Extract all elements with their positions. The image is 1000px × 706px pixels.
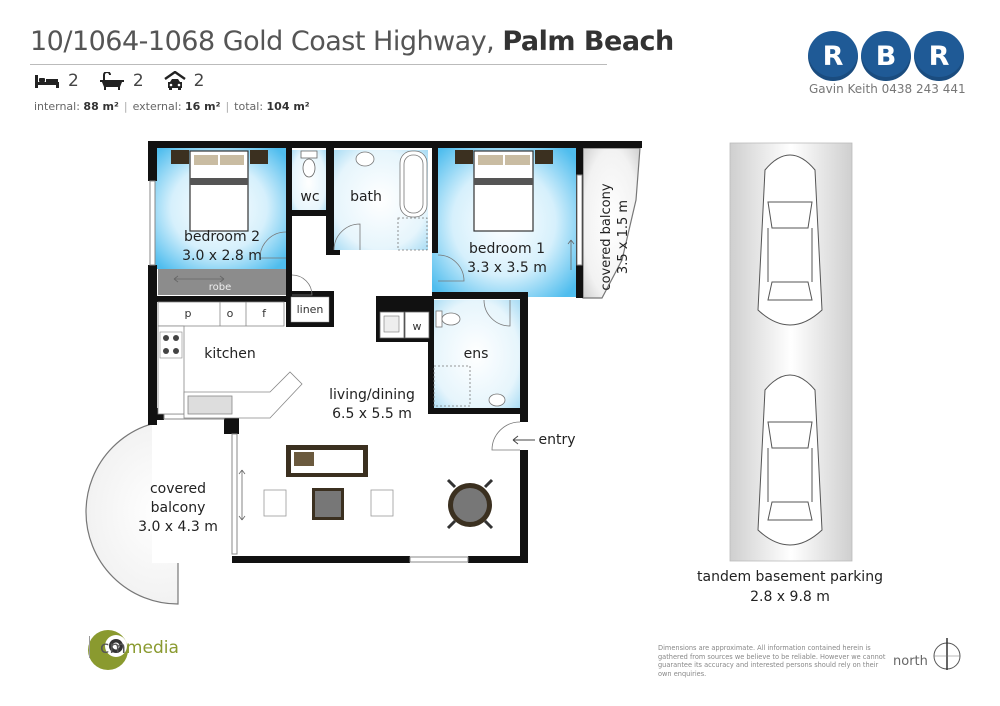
entry-label: entry [538,432,576,448]
garage-icon [163,71,186,90]
area-separator: | [123,100,128,113]
laundry-sink [383,315,400,333]
ensuite-label: ens [463,346,489,362]
living-furniture [263,488,394,520]
parking-name: tandem basement parking [697,569,883,585]
cm-media-divider [89,636,90,658]
doors [259,223,521,451]
bath-label: bath [350,189,382,205]
cm-media-prefix: cm [100,638,126,658]
top-balcony-label: covered balcony 3.5 x 1.5 m [590,180,631,290]
bathroom-count: 2 [99,71,144,91]
agent-contact: Gavin Keith 0438 243 441 [809,82,966,96]
bedroom-1-size: 3.3 x 3.5 m [467,260,547,276]
internal-area-label: internal: [34,100,80,113]
external-area-label: external: [132,100,182,113]
bedroom-count: 2 [34,71,79,91]
living-dining-label: living/dining 6.5 x 5.5 m [320,386,424,424]
pantry-f-label: f [262,307,266,320]
dining-table [446,478,494,530]
sliding-arrows [173,239,575,521]
bedroom-2-name: bedroom 2 [184,229,260,245]
left-balcony-size: 3.0 x 4.3 m [138,519,218,535]
bedroom-1-label: bedroom 1 3.3 x 3.5 m [457,240,557,278]
cm-media-wordmark: cmmedia [100,638,179,658]
agency-logo: R B R [808,31,964,81]
bedroom-2-label: bedroom 2 3.0 x 2.8 m [172,228,272,266]
living-dining-size: 6.5 x 5.5 m [332,406,412,422]
address-street: 10/1064-1068 Gold Coast Highway, [30,26,503,57]
kitchen-label: kitchen [204,346,256,362]
parking-label: tandem basement parking 2.8 x 9.8 m [690,567,890,607]
property-address: 10/1064-1068 Gold Coast Highway, Palm Be… [30,26,674,57]
bedroom-count-value: 2 [68,71,79,91]
logo-letter: R [914,31,964,81]
bedroom-2-size: 3.0 x 2.8 m [182,248,262,264]
pantry-o-label: o [226,307,234,320]
logo-letter: R [808,31,858,81]
bath-fixtures [355,150,428,251]
left-balcony-label: covered balcony 3.0 x 4.3 m [128,480,228,537]
area-separator: | [225,100,230,113]
pantry-p-label: p [184,307,192,320]
car-icon [757,374,823,546]
garage-count: 2 [163,71,205,91]
cm-media-logo-icon [88,630,128,670]
north-compass-icon [933,638,961,670]
parking-size: 2.8 x 9.8 m [750,589,830,605]
cm-media-suffix: media [125,638,179,658]
external-area-value: 16 m² [185,100,221,113]
living-dining-name: living/dining [329,387,415,403]
entry-arrow-icon [512,435,535,445]
feature-summary: 2 2 2 [34,70,224,92]
north-label: north [893,654,928,669]
robe [158,269,286,295]
bed-2 [171,150,268,232]
left-balcony-line2: balcony [150,500,206,516]
address-suburb: Palm Beach [502,26,674,57]
bed-1 [455,150,553,232]
bedroom-1-name: bedroom 1 [469,241,545,257]
total-area-label: total: [234,100,264,113]
cooktop [159,331,183,359]
wc-label: wc [300,189,320,205]
top-balcony-size: 3.5 x 1.5 m [616,199,631,275]
robe-label: robe [208,282,232,293]
total-area-value: 104 m² [266,100,310,113]
bathtub-icon [99,72,124,90]
bathroom-count-value: 2 [132,71,144,91]
sofa [286,445,368,477]
ensuite-fixtures [433,310,506,407]
disclaimer-text: Dimensions are approximate. All informat… [658,644,886,678]
linen-label: linen [296,303,324,316]
bed-icon [35,75,59,88]
top-balcony-name: covered balcony [599,183,614,291]
car-icon [757,154,823,326]
garage-count-value: 2 [193,71,205,91]
left-balcony-line1: covered [149,481,207,497]
internal-area-value: 88 m² [83,100,119,113]
wc-toilet [300,150,318,178]
title-divider [30,64,607,65]
area-summary: internal: 88 m² | external: 16 m² | total: 1… [34,100,310,113]
laundry-washer [404,311,430,339]
logo-letter: B [861,31,911,81]
laundry-w-label: w [412,320,422,333]
linen-cupboard [290,296,330,323]
